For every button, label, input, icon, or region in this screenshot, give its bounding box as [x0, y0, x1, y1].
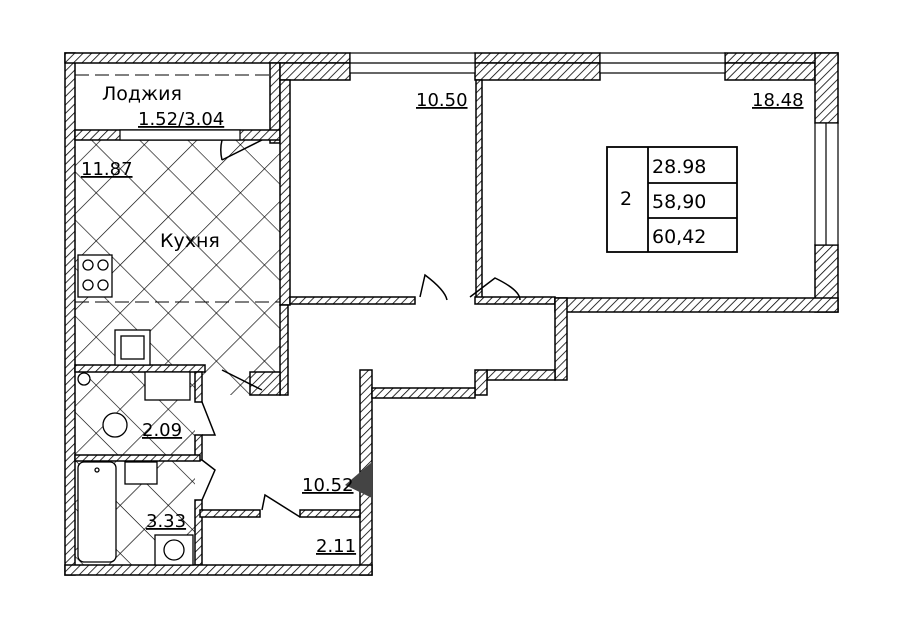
loggia-area: 1.52/3.04	[138, 109, 224, 130]
area-summary-table: 2 28.98 58,90 60,42	[606, 146, 738, 253]
kitchen-label: Кухня	[160, 230, 220, 252]
hallway-area: 10.52	[302, 475, 354, 496]
living-area: 28.98	[652, 156, 706, 178]
bathtub	[77, 461, 117, 563]
bathroom-2-area: 3.33	[146, 511, 186, 532]
fixtures	[77, 254, 194, 566]
room-count: 2	[620, 188, 632, 210]
toilet	[102, 412, 128, 438]
total-area-with-loggia: 60,42	[652, 226, 706, 248]
entrance-arrow-icon	[345, 462, 372, 498]
windows	[119, 52, 839, 246]
corridor-area: 2.11	[316, 536, 356, 557]
washbasin-2	[124, 461, 158, 485]
doors	[201, 139, 521, 518]
bathroom-1-area: 2.09	[142, 420, 182, 441]
room-1-area: 10.50	[416, 90, 468, 111]
total-area: 58,90	[652, 191, 706, 213]
room-2-area: 18.48	[752, 90, 804, 111]
kitchen-area: 11.87	[81, 159, 133, 180]
washbasin-1	[144, 371, 191, 401]
loggia-label: Лоджия	[102, 83, 182, 105]
